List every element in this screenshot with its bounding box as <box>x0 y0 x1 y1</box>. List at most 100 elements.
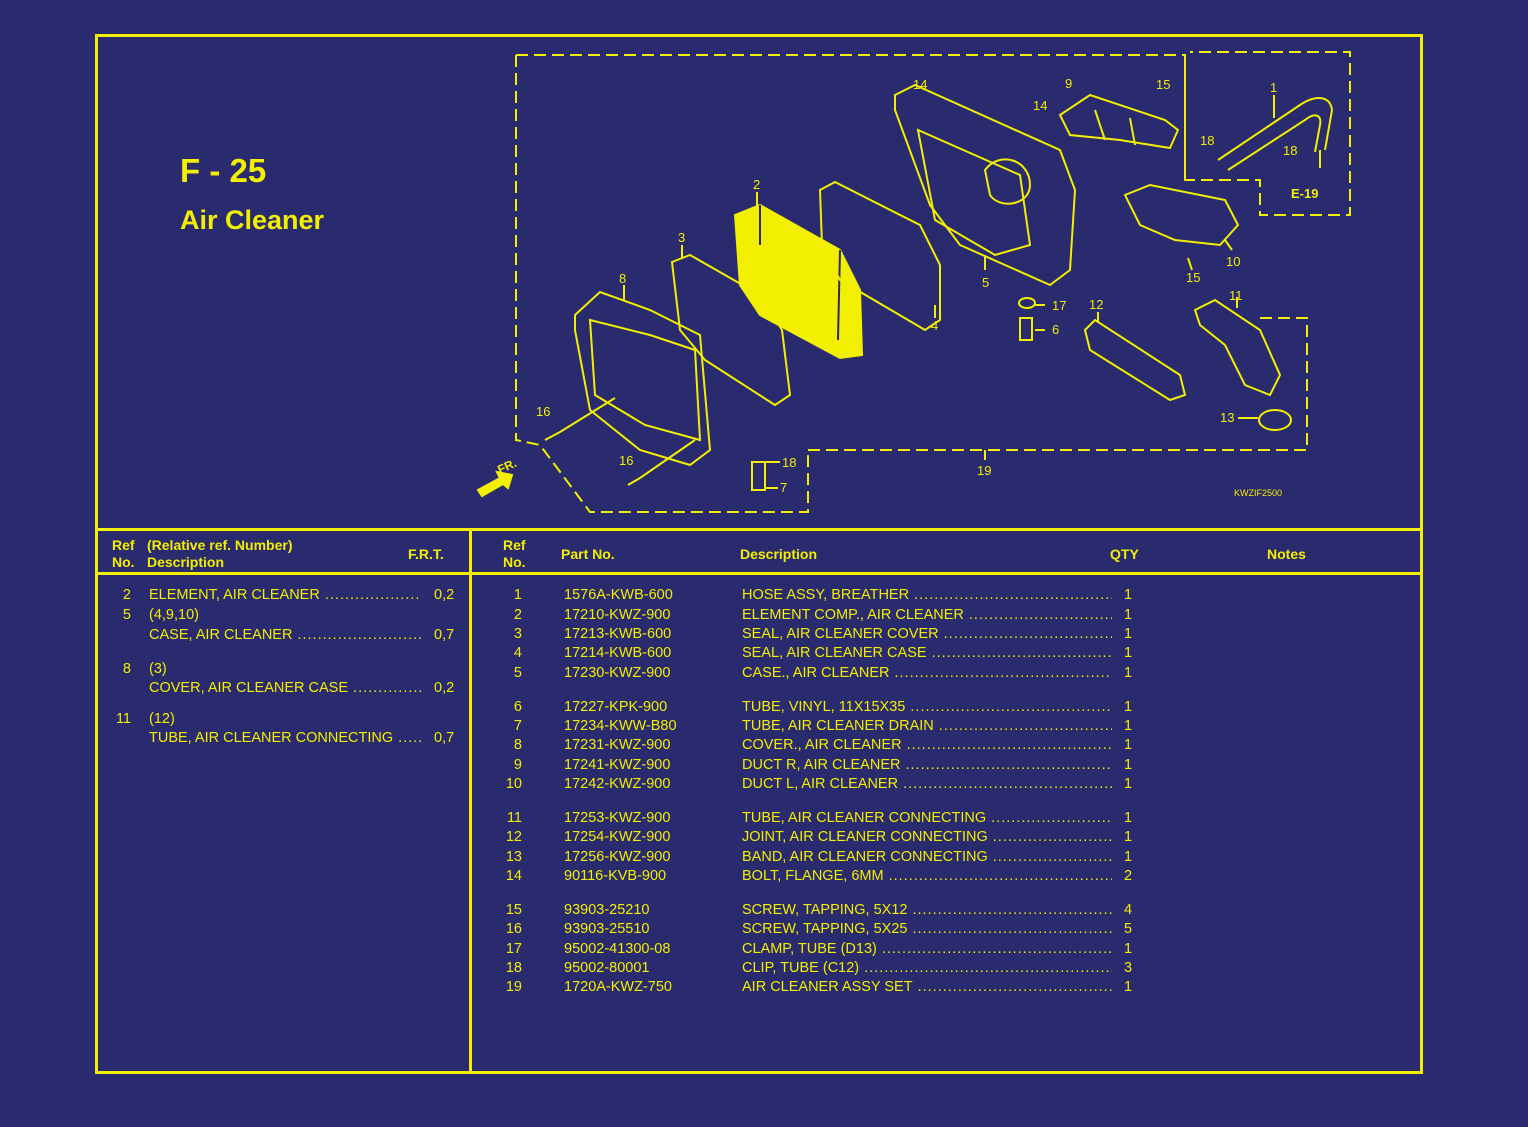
callout-18b: 18 <box>1283 143 1297 158</box>
right-header-ref: Ref No. <box>503 537 526 571</box>
part-ref-no: 9 <box>513 757 522 773</box>
right-header-ref-line1: Ref <box>503 537 526 553</box>
part-ref-no: 12 <box>505 829 522 845</box>
part-description: SCREW, TAPPING, 5X25 ...................… <box>742 921 1112 937</box>
part-number: 90116-KVB-900 <box>564 868 667 884</box>
part-element <box>733 203 864 360</box>
left-table-row: 8(3) <box>97 660 467 679</box>
front-label: FR. <box>495 456 518 477</box>
part-number: 17253-KWZ-900 <box>564 810 671 826</box>
part-vinyl-tube <box>1019 317 1033 341</box>
part-description: TUBE, VINYL, 11X15X35 ..................… <box>742 699 1112 715</box>
part-ref-no: 18 <box>505 960 522 976</box>
callout-14b: 14 <box>1033 98 1047 113</box>
part-qty: 1 <box>1124 810 1133 826</box>
part-qty: 1 <box>1124 737 1133 753</box>
ref-note-e19: E-19 <box>1291 186 1318 201</box>
part-number: 95002-80001 <box>564 960 650 976</box>
part-description: JOINT, AIR CLEANER CONNECTING ..........… <box>742 829 1112 845</box>
part-ref-no: 16 <box>505 921 522 937</box>
part-ref-no: 2 <box>513 607 522 623</box>
left-row-relative-ref: (3) <box>149 661 167 677</box>
table-header-rule <box>95 572 1423 575</box>
part-ref-no: 11 <box>506 810 522 826</box>
part-qty: 1 <box>1124 665 1133 681</box>
parts-table-row: 18 95002-80001 CLIP, TUBE (C12) ..........… <box>500 959 1200 978</box>
left-table-row: 5(4,9,10) <box>97 606 467 625</box>
part-ref-no: 5 <box>513 665 522 681</box>
part-description: TUBE, AIR CLEANER DRAIN ................… <box>742 718 1112 734</box>
part-number: 17242-KWZ-900 <box>564 776 671 792</box>
callout-2: 2 <box>753 177 760 192</box>
callout-17: 17 <box>1052 298 1066 313</box>
left-row-desc: ELEMENT, AIR CLEANER ...................… <box>149 587 421 603</box>
part-ref-no: 8 <box>513 737 522 753</box>
part-description: BAND, AIR CLEANER CONNECTING ...........… <box>742 849 1112 865</box>
callout-4: 4 <box>931 318 938 333</box>
part-description: COVER., AIR CLEANER ....................… <box>742 737 1112 753</box>
left-row-desc: CASE, AIR CLEANER ......................… <box>149 627 421 643</box>
callout-15b: 15 <box>1186 270 1200 285</box>
part-number: 95002-41300-08 <box>564 941 671 957</box>
callout-10: 10 <box>1226 254 1240 269</box>
part-description: HOSE ASSY, BREATHER ....................… <box>742 587 1112 603</box>
left-table-row-desc-line: CASE, AIR CLEANER ......................… <box>97 626 467 645</box>
part-description: CLIP, TUBE (C12) .......................… <box>742 960 1112 976</box>
part-description: TUBE, AIR CLEANER CONNECTING ...........… <box>742 810 1112 826</box>
right-header-qty: QTY <box>1110 546 1139 562</box>
callout-19: 19 <box>977 463 991 478</box>
page-frame <box>95 34 1423 1074</box>
screw-16a <box>544 397 616 441</box>
callout-6: 6 <box>1052 322 1059 337</box>
left-row-frt: 0,7 <box>434 730 455 746</box>
part-number: 17241-KWZ-900 <box>564 757 671 773</box>
parts-table-row: 4 17214-KWB-600 SEAL, AIR CLEANER CASE ...… <box>500 644 1200 663</box>
part-number: 17234-KWW-B80 <box>564 718 677 734</box>
left-header-desc-line1: (Relative ref. Number) <box>147 537 293 553</box>
callout-5: 5 <box>982 275 989 290</box>
callout-13: 13 <box>1220 410 1234 425</box>
part-number: 1720A-KWZ-750 <box>564 979 672 995</box>
part-ref-no: 14 <box>505 868 522 884</box>
exploded-diagram: 1 2 3 4 5 6 7 8 9 10 11 12 13 14 14 15 1… <box>476 51 1351 513</box>
part-duct-r <box>1058 93 1180 150</box>
left-row-frt: 0,2 <box>434 587 455 603</box>
left-table-row: 11(12) <box>97 710 467 729</box>
part-ref-no: 19 <box>505 979 522 995</box>
part-description: SEAL, AIR CLEANER CASE .................… <box>742 645 1112 661</box>
table-divider <box>469 528 472 1074</box>
left-row-relative-ref: (12) <box>149 711 175 727</box>
part-description: SEAL, AIR CLEANER COVER ................… <box>742 626 1112 642</box>
callout-16b: 16 <box>619 453 633 468</box>
part-number: 17230-KWZ-900 <box>564 665 671 681</box>
part-description: CASE., AIR CLEANER .....................… <box>742 665 1112 681</box>
part-qty: 2 <box>1124 868 1133 884</box>
part-number: 17210-KWZ-900 <box>564 607 671 623</box>
part-number: 17214-KWB-600 <box>564 645 672 661</box>
parts-table-row: 11 17253-KWZ-900 TUBE, AIR CLEANER CONNECT… <box>500 809 1200 828</box>
part-ref-no: 15 <box>505 902 522 918</box>
part-hose <box>1217 97 1334 161</box>
part-qty: 1 <box>1124 941 1133 957</box>
assembly-boundary <box>515 51 1351 513</box>
part-qty: 1 <box>1124 587 1133 603</box>
part-ref-no: 4 <box>513 645 522 661</box>
right-header-part: Part No. <box>561 546 615 562</box>
table-top-rule <box>95 528 1423 531</box>
callout-11: 11 <box>1229 288 1243 303</box>
part-number: 17227-KPK-900 <box>564 699 668 715</box>
part-ref-no: 13 <box>505 849 522 865</box>
part-drain-tube <box>751 461 766 491</box>
right-header-desc: Description <box>740 546 818 562</box>
